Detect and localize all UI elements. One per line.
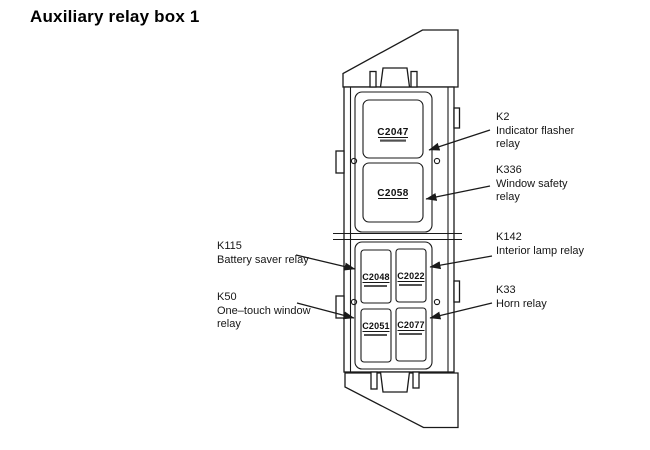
fine-print-smudge (380, 139, 406, 142)
relay-name: relay (217, 318, 241, 330)
clip-hole (433, 298, 441, 306)
fine-print-smudge (364, 285, 387, 287)
relay-name: relay (496, 191, 520, 203)
clip-hole (350, 157, 358, 165)
relay-name: Horn relay (496, 297, 547, 310)
top-connector (379, 67, 411, 88)
relay-name: Interior lamp relay (496, 244, 585, 257)
slot-c2058 (362, 162, 424, 223)
slot-c2047 (362, 99, 424, 159)
leader-arrow-k50 (296, 302, 355, 320)
clip-hole (433, 157, 441, 165)
relay-code: K115 (217, 240, 242, 252)
fine-print-smudge (399, 333, 422, 335)
callout-k336: K336 Window safety relay (496, 164, 568, 205)
leader-arrow-k33 (429, 302, 493, 320)
leader-arrow-k2 (428, 129, 491, 151)
relay-name: One–touch window (217, 304, 311, 317)
relay-code: K336 (496, 164, 522, 176)
relay-name: Window safety (496, 177, 568, 190)
right-step-lower (453, 280, 461, 303)
callout-k2: K2 Indicator flasher relay (496, 111, 574, 152)
relay-code: K142 (496, 231, 522, 243)
slot-c2051 (360, 308, 392, 363)
slot-label-c2048: C2048 (362, 272, 390, 282)
callout-k142: K142 Interior lamp relay (496, 231, 584, 258)
clip-hole (350, 298, 358, 306)
bottom-connector (379, 371, 411, 393)
leader-arrow-k336 (425, 185, 491, 201)
relay-name: relay (496, 138, 520, 150)
slot-c2077 (395, 307, 427, 362)
relay-name: Indicator flasher (496, 124, 575, 137)
left-tab-lower (335, 295, 345, 319)
callout-k33: K33 Horn relay (496, 284, 547, 311)
callout-k50: K50 One–touch window relay (217, 291, 311, 332)
slot-label-c2047: C2047 (377, 127, 409, 138)
leader-arrow-k115 (295, 254, 356, 271)
leader-arrow-k142 (429, 255, 493, 270)
slot-label-c2051: C2051 (362, 321, 390, 331)
relay-code: K50 (217, 291, 237, 303)
lower-relay-panel (354, 241, 433, 370)
page-title: Auxiliary relay box 1 (30, 7, 200, 26)
callout-k115: K115 Battery saver relay (217, 240, 309, 267)
bottom-pin-right (412, 371, 420, 389)
relay-code: K2 (496, 111, 510, 123)
relay-code: K33 (496, 284, 516, 296)
slot-c2048 (360, 249, 392, 304)
fine-print-smudge (399, 284, 422, 286)
slot-c2022 (395, 248, 427, 303)
left-tab-upper (335, 150, 345, 174)
top-pin-left (369, 70, 377, 88)
upper-relay-panel (354, 91, 433, 233)
right-step-upper (453, 107, 461, 129)
top-pin-right (410, 70, 418, 88)
bottom-pin-left (370, 371, 378, 390)
slot-label-c2022: C2022 (397, 271, 425, 281)
fine-print-smudge (364, 334, 387, 336)
slot-label-c2077: C2077 (397, 320, 425, 330)
slot-label-c2058: C2058 (377, 188, 409, 199)
relay-name: Battery saver relay (217, 253, 309, 266)
